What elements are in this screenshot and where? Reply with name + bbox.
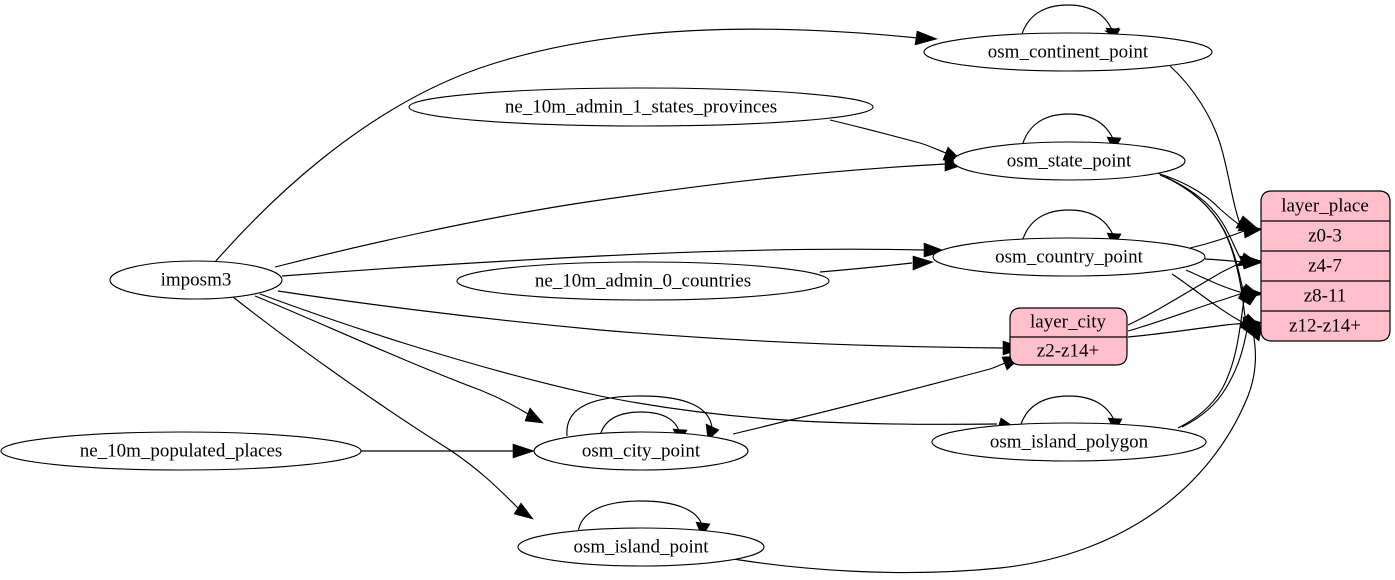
node-ne_10m_admin_0_countries-shape[interactable]	[456, 261, 830, 301]
node-ne_10m_admin_0_countries[interactable]: ne_10m_admin_0_countries	[456, 261, 830, 301]
edge-imposm3-to-osm_city_point	[254, 295, 544, 424]
edge-layer_city-to-layer_place-z4-7	[1127, 255, 1263, 326]
node-layer_place[interactable]: layer_place z0-3 z4-7 z8-11 z12-z14+	[1260, 190, 1391, 342]
node-layer: imposm3 ne_10m_admin_1_states_provinces …	[0, 32, 1213, 567]
layer_place-row-z0-3[interactable]: z0-3	[1308, 225, 1342, 246]
node-osm_city_point-label: osm_city_point	[582, 440, 701, 461]
node-osm_island_point-shape[interactable]	[517, 527, 765, 567]
node-ne_10m_populated_places[interactable]: ne_10m_populated_places	[0, 431, 362, 471]
edge-ne_10m_populated_places-to-osm_city_point	[361, 443, 535, 459]
node-ne_10m_populated_places-label: ne_10m_populated_places	[80, 440, 283, 461]
edge-osm_island_point-to-layer_place-z12-z14	[726, 325, 1263, 574]
node-imposm3-shape[interactable]	[109, 260, 283, 300]
node-osm_island_point-label: osm_island_point	[573, 536, 709, 557]
node-osm_continent_point[interactable]: osm_continent_point	[923, 32, 1213, 72]
edge-osm_state_point-to-layer_place-z0-3	[1156, 172, 1259, 232]
node-ne_10m_populated_places-shape[interactable]	[0, 431, 362, 471]
edge-imposm3-to-osm_island_polygon	[259, 293, 1018, 432]
node-osm_island_polygon[interactable]: osm_island_polygon	[931, 422, 1207, 462]
node-osm_country_point-shape[interactable]	[932, 237, 1206, 277]
node-osm_island_polygon-label: osm_island_polygon	[990, 431, 1149, 452]
edge-osm_city_point-to-layer_city	[732, 355, 1023, 435]
node-osm_continent_point-label: osm_continent_point	[988, 41, 1149, 62]
node-osm_continent_point-shape[interactable]	[923, 32, 1213, 72]
layer_place-row-z4-7[interactable]: z4-7	[1308, 255, 1342, 276]
node-osm_country_point-label: osm_country_point	[995, 246, 1143, 267]
edge-ne_10m_admin_0_countries-to-osm_country_point	[819, 255, 934, 273]
edge-layer	[214, 4, 1264, 574]
node-ne_10m_admin_0_countries-label: ne_10m_admin_0_countries	[535, 270, 751, 291]
layer_place-header-label: layer_place	[1281, 195, 1369, 216]
node-ne_10m_admin_1_states_provinces-shape[interactable]	[408, 87, 874, 127]
node-imposm3-label: imposm3	[161, 269, 232, 290]
edge-osm_island_polygon-to-layer_place-z8-11	[1177, 292, 1259, 429]
edge-imposm3-to-layer_city	[277, 290, 1025, 356]
edge-osm_continent_point-to-layer_place-z0-3	[1169, 65, 1258, 229]
node-ne_10m_admin_1_states_provinces-label: ne_10m_admin_1_states_provinces	[505, 96, 777, 117]
edge-osm_country_point-to-layer_place-z0-3	[1189, 223, 1263, 249]
node-osm_state_point-shape[interactable]	[952, 141, 1186, 181]
node-osm_state_point[interactable]: osm_state_point	[952, 141, 1186, 181]
layer_place-row-z12-z14plus[interactable]: z12-z14+	[1289, 315, 1361, 336]
node-ne_10m_admin_1_states_provinces[interactable]: ne_10m_admin_1_states_provinces	[408, 87, 874, 127]
node-osm_country_point[interactable]: osm_country_point	[932, 237, 1206, 277]
edge-imposm3-to-osm_state_point	[274, 156, 967, 268]
node-osm_city_point-shape[interactable]	[533, 431, 749, 471]
edge-ne_10m_admin_1_states_provinces-to-osm_state_point	[829, 119, 964, 163]
node-layer_city[interactable]: layer_city z2-z14+	[1009, 307, 1128, 366]
node-osm_state_point-label: osm_state_point	[1007, 150, 1132, 171]
node-imposm3[interactable]: imposm3	[109, 260, 283, 300]
edge-osm_island_polygon-to-layer_place-z12-z14	[1181, 323, 1261, 428]
node-osm_city_point[interactable]: osm_city_point	[533, 431, 749, 471]
edge-imposm3-to-osm_continent_point	[214, 28, 938, 263]
node-osm_island_polygon-shape[interactable]	[931, 422, 1207, 462]
edge-imposm3-to-osm_island_point	[232, 296, 534, 520]
node-layer_place-shape[interactable]	[1260, 190, 1391, 342]
layer_city-header-label: layer_city	[1030, 311, 1106, 332]
layer_city-row-z2-z14plus[interactable]: z2-z14+	[1037, 340, 1099, 361]
layer_place-row-z8-11[interactable]: z8-11	[1304, 285, 1347, 306]
record-node-layer: layer_place z0-3 z4-7 z8-11 z12-z14+ lay…	[1009, 190, 1391, 366]
node-osm_island_point[interactable]: osm_island_point	[517, 527, 765, 567]
